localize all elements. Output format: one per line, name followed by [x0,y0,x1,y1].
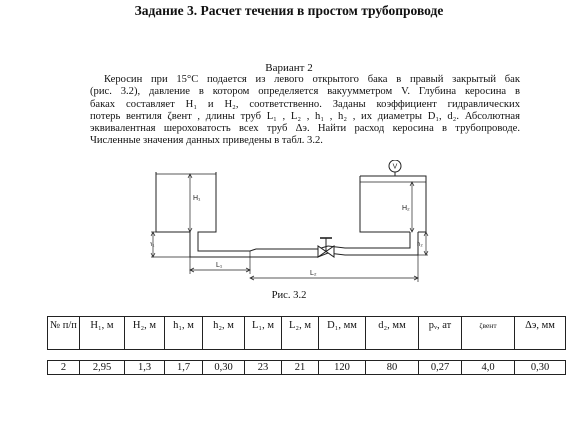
table-cell: 21 [281,360,319,375]
valve-icon [317,237,335,258]
table-header-row: № п/п H₁, м H₂, м h₁, м h₂, м L₁, м L₂, … [47,316,566,350]
table-header-cell: № п/п [47,316,80,350]
table-cell: 1,7 [164,360,203,375]
paragraph-line: потерь вентиля ζвент , длины труб L₁ , L… [90,110,520,122]
table-gap-row [47,349,566,361]
table-header-cell: L₁, м [244,316,282,350]
page-title: Задание 3. Расчет течения в простом труб… [134,3,444,18]
figure-caption: Рис. 3.2 [271,290,307,301]
table-header-cell: h₂, м [202,316,245,350]
table-cell: 2 [47,360,80,375]
dimension-h2: h₂ [417,231,429,256]
vacuum-gauge-icon: V [388,160,402,176]
variant-heading: Вариант 2 [265,62,313,74]
table-cell: 1,3 [124,360,165,375]
table-cell: 0,30 [202,360,245,375]
table-header-cell: d₂, мм [365,316,419,350]
table-cell: 80 [365,360,419,375]
dimension-H1: H₁ [187,173,201,233]
table-cell: 0,30 [514,360,566,375]
table-cell: 23 [244,360,282,375]
problem-statement: Керосин при 15°С подается из левого откр… [90,74,520,148]
table-header-cell: ζвент [461,316,515,350]
table-header-cell: D₁, мм [318,316,366,350]
dimension-h1: h₁ [150,231,190,258]
paragraph-line: (рис. 3.2), давление в котором определяе… [90,86,520,98]
gauge-label: V [393,164,398,171]
label-H1: H₁ [193,195,201,202]
left-tank [155,172,217,240]
table-row: 2 2,95 1,3 1,7 0,30 23 21 120 80 0,27 4,… [47,360,566,375]
table-header-cell: Δэ, мм [514,316,566,350]
pipeline-diagram: V H₁ h₁ H₂ [150,160,430,290]
label-L2: L₂ [310,270,317,277]
label-h2: h₂ [417,242,423,248]
paragraph-line: Керосин при 15°С подается из левого откр… [104,74,520,85]
dimension-L1: L₁ [189,251,251,274]
dimension-H2: H₂ [402,181,415,233]
table-cell: 2,95 [79,360,125,375]
pipe [189,232,419,258]
label-H2: H₂ [402,205,410,212]
table-header-cell: pᵥ, ат [418,316,462,350]
paragraph-line: эквивалентная шероховатость всех труб Δэ… [90,123,520,135]
label-L1: L₁ [216,262,223,269]
table-cell: 0,27 [418,360,462,375]
table-header-cell: L₂, м [281,316,319,350]
data-table: № п/п H₁, м H₂, м h₁, м h₂, м L₁, м L₂, … [47,316,566,375]
dimension-L2: L₂ [249,255,419,282]
label-h1: h₁ [150,242,154,248]
right-tank [359,175,427,233]
table-header-cell: h₁, м [164,316,203,350]
table-header-cell: H₂, м [124,316,165,350]
table-cell: 120 [318,360,366,375]
table-cell: 4,0 [461,360,515,375]
table-header-cell: H₁, м [79,316,125,350]
paragraph-line: баках составляет H₁ и H₂, соответственно… [90,98,520,110]
paragraph-line: Численные значения данных приведены в та… [90,135,323,147]
